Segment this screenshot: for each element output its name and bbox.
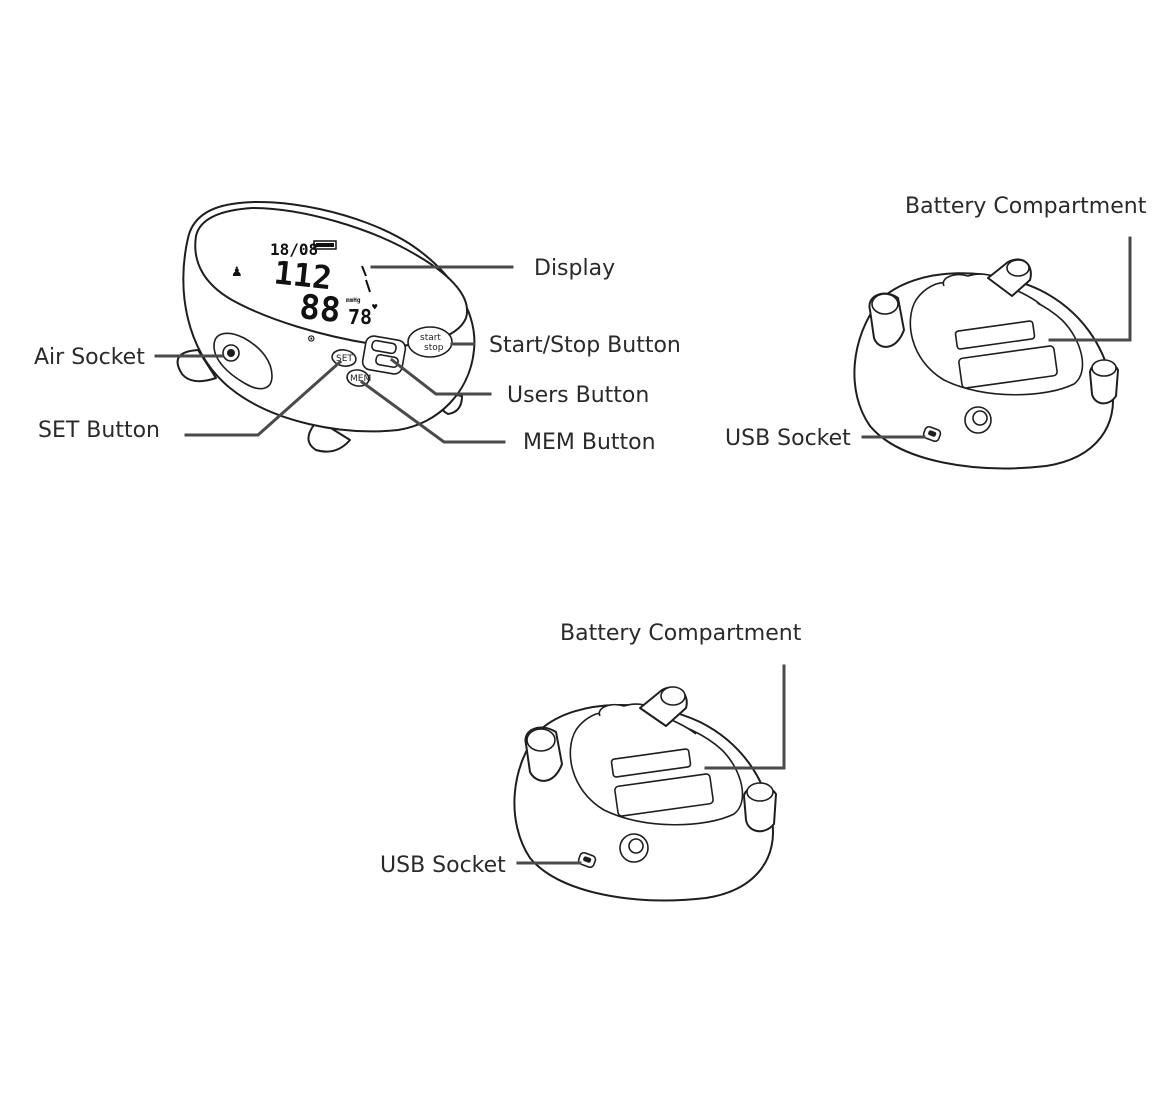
back-right-compartment-lid [942,273,1041,305]
lcd-readout: ♟ 18/08 112 88 mmHg 78 ♥ ⊙ [232,240,378,345]
lcd-diastolic: 88 [298,287,343,331]
usb-right-label: USB Socket [725,426,851,451]
mem-button-label: MEM Button [523,430,656,455]
start-stop-label: Start/Stop Button [489,333,681,358]
back-right-slot-1 [954,320,1036,350]
lcd-user-icon: ♟ [232,261,242,280]
lcd-date: 18/08 [270,240,318,259]
back-view-device-right [853,258,1119,470]
lcd-systolic: 112 [272,253,333,297]
users-button-leader [389,357,492,396]
set-button-label: SET Button [38,418,160,443]
stop-button-text: stop [424,343,444,353]
battery-right-leader [1048,236,1132,342]
set-button-text: SET [336,354,353,364]
front-view-device: ♟ 18/08 112 88 mmHg 78 ♥ ⊙ SET MEM start… [176,201,476,453]
front-foot-left [176,349,217,383]
battery-bottom-leader [704,664,786,770]
back-right-callouts: Battery Compartment USB Socket [725,194,1147,451]
mem-button-leader [359,379,506,444]
lcd-battery-icon [313,240,337,250]
start-stop-button-shape[interactable] [407,326,453,358]
lcd-unit: mmHg [346,297,361,304]
air-socket-label: Air Socket [34,345,145,370]
start-button-text: start [420,333,441,343]
back-right-slot-2 [958,345,1058,389]
usb-bottom-label: USB Socket [380,853,506,878]
users-button-label: Users Button [507,383,649,408]
back-bottom-callouts: Battery Compartment USB Socket [380,621,802,878]
back-bottom-slot-2 [614,773,714,817]
front-top-face [194,207,469,347]
front-view-callouts: Display Air Socket Start/Stop Button Use… [34,256,681,455]
lcd-bar-1 [361,265,367,277]
display-label: Display [534,256,615,281]
lcd-pulse: 78 [348,305,372,329]
mem-button-text: MEM [350,374,371,384]
front-foot-bottom [307,419,351,453]
lcd-bar-2 [365,279,371,293]
battery-right-label: Battery Compartment [905,194,1147,219]
users-button-up[interactable] [371,339,397,355]
set-button-leader [184,359,343,437]
battery-bottom-label: Battery Compartment [560,621,802,646]
back-view-device-bottom [513,686,777,902]
bluetooth-icon: ⊙ [308,332,315,345]
lcd-heart-icon: ♥ [372,303,378,313]
back-bottom-slot-1 [610,748,692,778]
